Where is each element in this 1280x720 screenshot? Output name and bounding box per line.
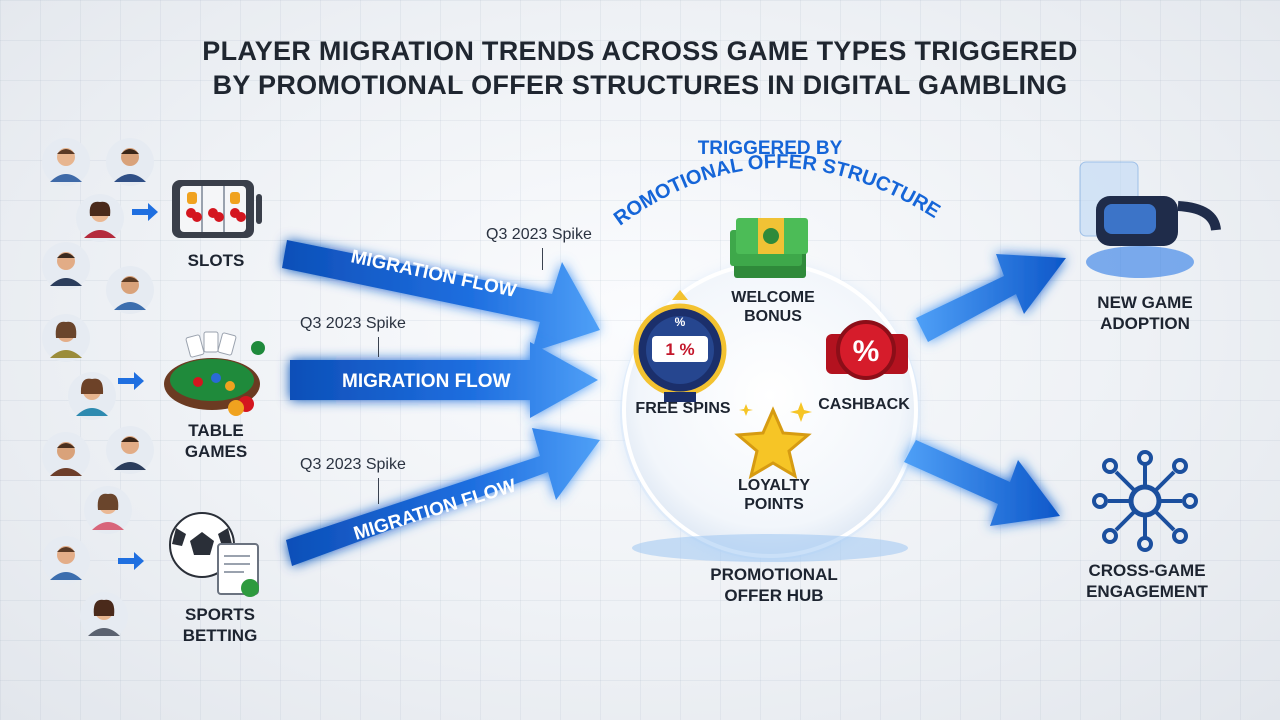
cash-stack-icon [730,218,808,278]
flow-arrow-table-games [290,342,598,418]
source-label-table-games: TABLE GAMES [170,420,262,462]
player-arrow-slots [132,203,158,221]
vr-headset-icon [1079,161,1221,278]
spike-tick-slots [542,248,543,270]
outcome-cross-game-engagement: CROSS-GAME ENGAGEMENT [1064,560,1230,602]
trigger-label-line-1: TRIGGERED BY [697,138,843,159]
title-line-2: BY PROMOTIONAL OFFER STRUCTURES IN DIGIT… [212,70,1068,100]
player-avatar [42,138,90,186]
cashback-symbol: % [853,335,880,368]
outcome-new-game-adoption: NEW GAME ADOPTION [1070,292,1220,334]
source-label-sports-line-2: BETTING [182,626,258,645]
welcome-bonus-line-1: WELCOME [731,289,815,306]
outcome-adoption-line-2: ADOPTION [1100,314,1190,333]
title-line-1: PLAYER MIGRATION TRENDS ACROSS GAME TYPE… [202,36,1078,66]
free-spins-label: FREE SPINS [635,400,731,417]
loyalty-points-line-2: POINTS [744,496,804,513]
hub-name-line-1: PROMOTIONAL [710,565,838,584]
outcome-engagement-line-2: ENGAGEMENT [1086,582,1208,601]
hub-name-line-2: OFFER HUB [724,586,824,605]
bet-slip-icon [217,543,259,597]
flow-arrow-slots [282,240,600,352]
player-avatar [80,592,128,640]
player-avatar [42,242,90,290]
trigger-arc-line-2: PROMOTIONAL OFFER STRUCTURES [0,0,944,230]
slot-machine-icon [172,180,262,238]
player-arrow-sports [118,552,144,570]
hub-name-label: PROMOTIONAL OFFER HUB [680,564,868,606]
spike-annotation-table-games: Q3 2023 Spike [300,315,406,332]
player-avatar [84,486,132,534]
player-avatar [106,266,154,314]
spike-tick-sports [378,478,379,504]
player-avatar [42,536,90,584]
outcome-adoption-line-1: NEW GAME [1097,293,1193,312]
player-avatar [42,314,90,362]
source-label-table-games-line-1: TABLE [188,421,244,440]
outcome-engagement-line-1: CROSS-GAME [1088,561,1206,580]
player-arrow-table [118,372,144,390]
player-arrows [118,203,158,570]
welcome-bonus-line-2: BONUS [744,308,802,325]
poker-table-icon [164,331,265,416]
hub-base [632,534,908,562]
wheel-top-text: % [675,315,686,329]
source-label-slots: SLOTS [187,251,245,270]
loyalty-points-line-1: LOYALTY [737,477,810,494]
welcome-bonus-label: WELCOME BONUS [708,288,838,326]
source-label-table-games-line-2: GAMES [184,442,248,461]
player-avatar [68,372,116,420]
source-label-sports-betting: SPORTS BETTING [170,604,270,646]
flow-arrow-sports [286,428,600,566]
loyalty-points-label: LOYALTY POINTS [716,476,832,514]
arrow-to-adoption [916,254,1066,342]
player-avatar [76,194,124,242]
arrow-to-engagement [904,440,1060,526]
wheel-text: 1 % [665,340,694,359]
cashback-label: CASHBACK [818,396,910,413]
network-icon [1092,450,1198,552]
player-avatar [106,138,154,186]
spike-annotation-slots: Q3 2023 Spike [486,226,592,243]
flow-label-table-games: MIGRATION FLOW [342,371,511,392]
player-avatar [42,432,90,480]
player-avatar [106,426,154,474]
slot-wheel-icon: 1 % % [633,290,727,402]
diagram-title: PLAYER MIGRATION TRENDS ACROSS GAME TYPE… [0,34,1280,102]
star-icon [734,402,812,480]
spike-annotation-sports: Q3 2023 Spike [300,456,406,473]
spike-tick-table-games [378,337,379,357]
source-label-sports-line-1: SPORTS [185,605,255,624]
cashback-percent-icon: % [826,320,908,380]
trigger-arc-text: PROMOTIONAL OFFER STRUCTURES [0,0,944,230]
